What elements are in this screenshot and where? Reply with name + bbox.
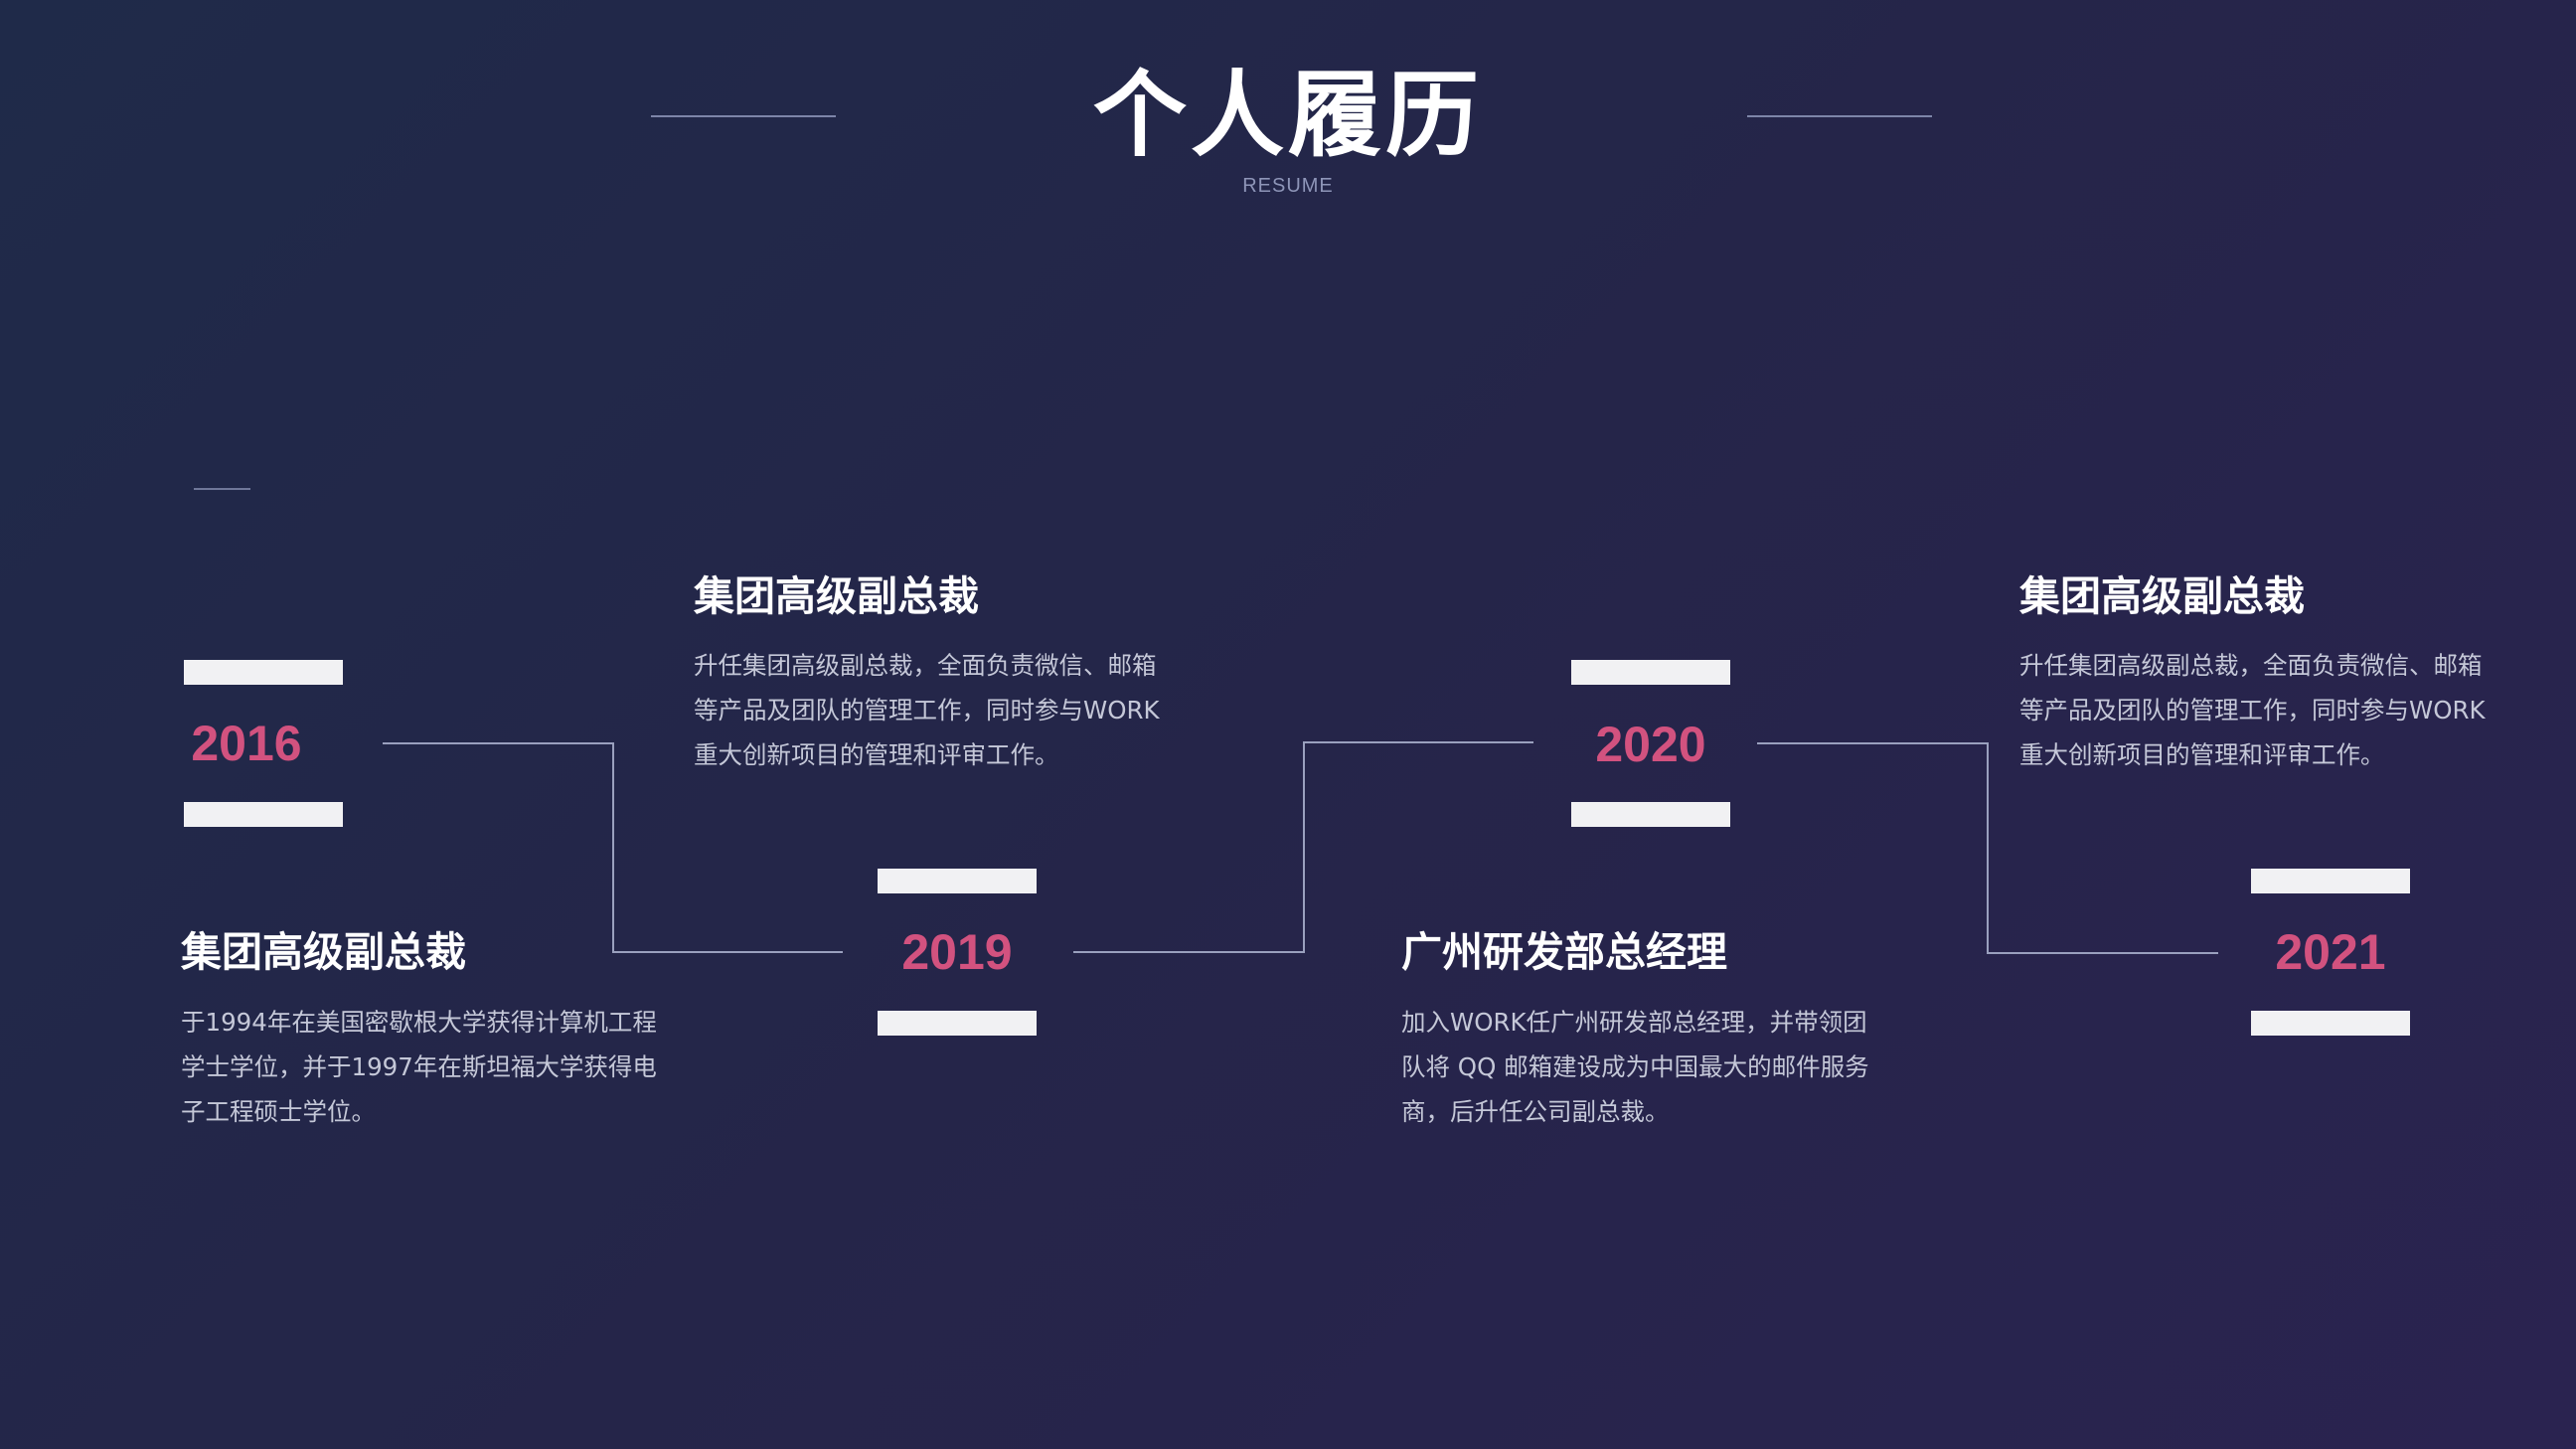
timeline-entry-2019: 集团高级副总裁 升任集团高级副总裁，全面负责微信、邮箱 等产品及团队的管理工作，…: [694, 571, 1160, 777]
year-label: 2016: [191, 716, 302, 771]
entry-heading: 集团高级副总裁: [2019, 572, 2305, 620]
year-label: 2020: [1595, 717, 1706, 772]
year-bar-top: [184, 660, 343, 685]
year-label: 2021: [2275, 924, 2386, 980]
year-bar-bottom: [2251, 1011, 2410, 1036]
entry-heading: 广州研发部总经理: [1401, 928, 1727, 976]
year-bar-bottom: [1571, 802, 1730, 827]
description-line: 商，后升任公司副总裁。: [1401, 1097, 1670, 1126]
timeline-entry-2016: 集团高级副总裁 于1994年在美国密歇根大学获得计算机工程 学士学位，并于199…: [181, 927, 657, 1134]
timeline-entry-2021: 集团高级副总裁 升任集团高级副总裁，全面负责微信、邮箱 等产品及团队的管理工作，…: [2019, 571, 2486, 777]
entry-description: 加入WORK任广州研发部总经理，并带领团 队将 QQ 邮箱建设成为中国最大的邮件…: [1401, 1000, 1869, 1134]
year-marker-2019: 2019: [878, 869, 1037, 1036]
year-bar-top: [1571, 660, 1730, 685]
entry-heading: 集团高级副总裁: [181, 928, 466, 976]
entry-heading: 集团高级副总裁: [694, 572, 979, 620]
year-bar-bottom: [184, 802, 343, 827]
page-title: 个人履历: [1092, 62, 1483, 170]
description-line: 子工程硕士学位。: [181, 1097, 376, 1126]
description-line: 于1994年在美国密歇根大学获得计算机工程: [181, 1008, 657, 1037]
description-line: 等产品及团队的管理工作，同时参与WORK: [694, 696, 1160, 724]
entry-description: 升任集团高级副总裁，全面负责微信、邮箱 等产品及团队的管理工作，同时参与WORK…: [2019, 643, 2486, 777]
year-marker-2021: 2021: [2251, 869, 2410, 1036]
year-label: 2019: [901, 924, 1013, 980]
year-marker-2020: 2020: [1571, 660, 1730, 827]
year-bar-top: [878, 869, 1037, 893]
description-line: 学士学位，并于1997年在斯坦福大学获得电: [181, 1052, 657, 1081]
decorative-dash: [194, 488, 250, 490]
year-bar-top: [2251, 869, 2410, 893]
year-marker-2016: 2016: [184, 660, 343, 827]
year-bar-bottom: [878, 1011, 1037, 1036]
description-line: 重大创新项目的管理和评审工作。: [694, 740, 1059, 769]
entry-description: 升任集团高级副总裁，全面负责微信、邮箱 等产品及团队的管理工作，同时参与WORK…: [694, 643, 1160, 777]
timeline-entry-2020: 广州研发部总经理 加入WORK任广州研发部总经理，并带领团 队将 QQ 邮箱建设…: [1401, 927, 1869, 1134]
title-right-line: [1747, 115, 1932, 117]
description-line: 队将 QQ 邮箱建设成为中国最大的邮件服务: [1401, 1052, 1869, 1081]
description-line: 升任集团高级副总裁，全面负责微信、邮箱: [2019, 651, 2483, 680]
title-left-line: [651, 115, 836, 117]
connector-2019-2020: [1073, 741, 1533, 953]
description-line: 升任集团高级副总裁，全面负责微信、邮箱: [694, 651, 1157, 680]
connector-2020-2021: [1757, 742, 2218, 954]
description-line: 等产品及团队的管理工作，同时参与WORK: [2019, 696, 2486, 724]
entry-description: 于1994年在美国密歇根大学获得计算机工程 学士学位，并于1997年在斯坦福大学…: [181, 1000, 657, 1134]
page-subtitle: RESUME: [1242, 175, 1334, 197]
description-line: 加入WORK任广州研发部总经理，并带领团: [1401, 1008, 1867, 1037]
connector-2016-2019: [383, 742, 843, 953]
description-line: 重大创新项目的管理和评审工作。: [2019, 740, 2385, 769]
